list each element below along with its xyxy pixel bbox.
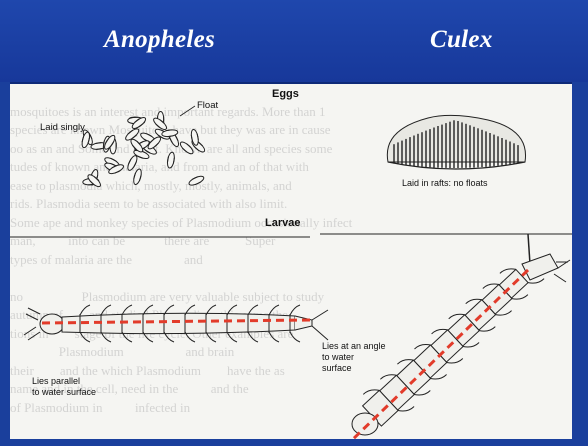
parallel-label-line1: Lies parallel (32, 376, 80, 386)
angle-label-line1: Lies at an angle (322, 341, 386, 351)
slide-header: Anopheles Culex (0, 0, 588, 84)
frame-bottom (0, 439, 588, 446)
anopheles-title: Anopheles (104, 26, 215, 54)
angle-label-line2: to water (322, 352, 354, 362)
scanned-page: mosquitoes is an interest and important … (10, 84, 572, 439)
rafts-label: Laid in rafts: no floats (402, 178, 488, 188)
angle-label-line3: surface (322, 363, 352, 373)
parallel-label-line2: to water surface (32, 387, 96, 397)
diagram-artwork: Eggs Larvae Float Laid singly Laid in ra… (10, 84, 572, 439)
larvae-heading: Larvae (265, 217, 300, 229)
float-label: Float (197, 100, 218, 111)
frame-left (0, 82, 10, 446)
culex-egg-raft (387, 115, 525, 169)
eggs-heading: Eggs (272, 88, 299, 100)
frame-right (572, 82, 588, 446)
laid-singly-label: Laid singly (40, 122, 85, 133)
anopheles-eggs (81, 112, 207, 189)
culex-title: Culex (430, 26, 493, 54)
